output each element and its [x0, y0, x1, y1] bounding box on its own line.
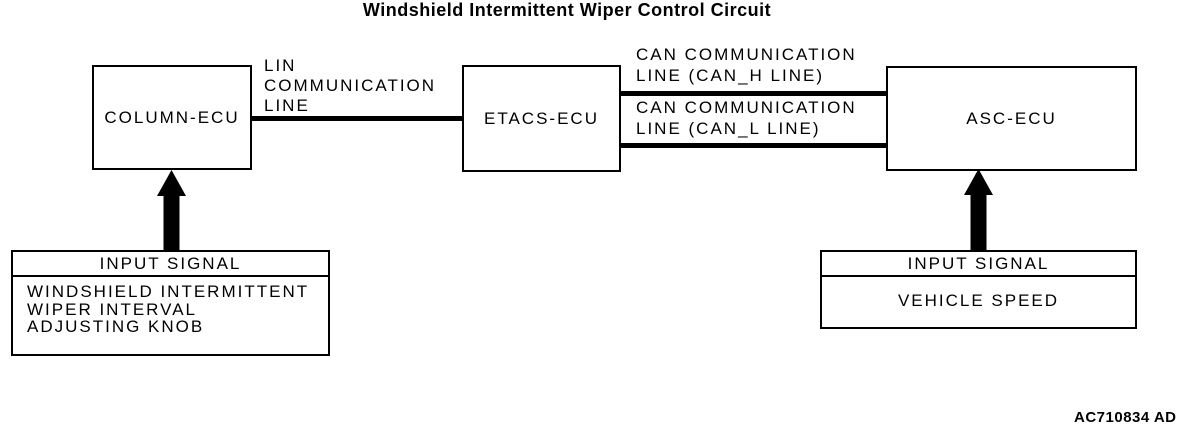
node-column-ecu-label: COLUMN-ECU [104, 107, 240, 127]
input-signal-header-left: INPUT SIGNAL [13, 252, 328, 277]
figure-code: AC710834 AD [1074, 409, 1177, 426]
lin-line-label: LIN COMMUNICATION LINE [264, 56, 437, 115]
input-arrow-column-ecu [157, 170, 186, 252]
lin-communication-line [250, 116, 462, 121]
node-etacs-ecu-label: ETACS-ECU [484, 108, 599, 128]
can-h-communication-line [619, 91, 886, 96]
input-signal-box-right: INPUT SIGNAL VEHICLE SPEED [820, 250, 1137, 329]
can-l-line-label: CAN COMMUNICATION LINE (CAN_L LINE) [636, 98, 857, 138]
input-arrow-asc-ecu [964, 169, 993, 252]
node-asc-ecu: ASC-ECU [886, 66, 1137, 171]
can-l-communication-line [619, 143, 886, 148]
diagram-title: Windshield Intermittent Wiper Control Ci… [362, 0, 772, 20]
node-column-ecu: COLUMN-ECU [92, 65, 252, 170]
node-etacs-ecu: ETACS-ECU [462, 65, 621, 172]
input-signal-body-left: WINDSHIELD INTERMITTENT WIPER INTERVAL A… [27, 282, 310, 336]
input-signal-box-left: INPUT SIGNAL WINDSHIELD INTERMITTENT WIP… [11, 250, 330, 356]
can-h-line-label: CAN COMMUNICATION LINE (CAN_H LINE) [636, 45, 857, 85]
input-signal-header-right: INPUT SIGNAL [822, 252, 1135, 277]
input-signal-body-right: VEHICLE SPEED [897, 291, 1060, 310]
node-asc-ecu-label: ASC-ECU [966, 108, 1057, 128]
